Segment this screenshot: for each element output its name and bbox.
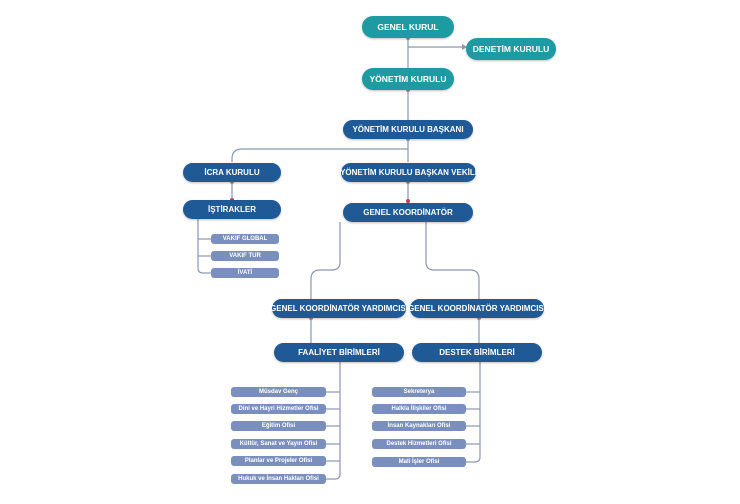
istirakler-item: VAKIF TUR <box>211 251 279 261</box>
baskan-vekili-node: YÖNETİM KURULU BAŞKAN VEKİLİ <box>340 163 477 182</box>
yonetim-kurulu-node: YÖNETİM KURULU <box>362 68 454 90</box>
destek-item: Sekreterya <box>372 387 466 397</box>
denetim-kurulu-node: DENETİM KURULU <box>466 38 556 60</box>
connector-dot <box>477 316 481 320</box>
istirakler-item: İVATİ <box>211 268 279 278</box>
connector-dot <box>406 36 410 40</box>
destek-item: İnsan Kaynakları Ofisi <box>372 421 466 431</box>
icra-kurulu-node: İCRA KURULU <box>183 163 281 182</box>
faaliyet-birimleri-node: FAALİYET BİRİMLERİ <box>274 343 404 362</box>
istirakler-item: VAKIF GLOBAL <box>211 234 279 244</box>
genel-koordinator-yardimcisi-2-node: GENEL KOORDİNATÖR YARDIMCISI <box>408 299 546 318</box>
genel-koordinator-node: GENEL KOORDİNATÖR <box>343 203 473 222</box>
faaliyet-item: Planlar ve Projeler Ofisi <box>231 456 326 466</box>
connector-dot-accent <box>406 199 410 203</box>
faaliyet-item: Dini ve Hayri Hizmetler Ofisi <box>231 404 326 414</box>
destek-item: Destek Hizmetleri Ofisi <box>372 439 466 449</box>
yonetim-kurulu-baskani-node: YÖNETİM KURULU BAŞKANI <box>343 120 473 139</box>
connector-dot <box>309 316 313 320</box>
faaliyet-item: Müsdav Genç <box>231 387 326 397</box>
faaliyet-item: Hukuk ve İnsan Hakları Ofisi <box>231 474 326 484</box>
connector-dot <box>406 180 410 184</box>
genel-kurul-node: GENEL KURUL <box>362 16 454 38</box>
connector-dot <box>230 180 234 184</box>
destek-item: Halkla İlişkiler Ofisi <box>372 404 466 414</box>
connector-dot <box>406 88 410 92</box>
connector-dot <box>406 137 410 141</box>
istirakler-node: İŞTİRAKLER <box>183 200 281 219</box>
destek-birimleri-node: DESTEK BİRİMLERİ <box>412 343 542 362</box>
faaliyet-item: Eğitim Ofisi <box>231 421 326 431</box>
faaliyet-item: Kültür, Sanat ve Yayın Ofisi <box>231 439 326 449</box>
genel-koordinator-yardimcisi-1-node: GENEL KOORDİNATÖR YARDIMCISI <box>270 299 408 318</box>
destek-item: Mali İşler Ofisi <box>372 457 466 467</box>
